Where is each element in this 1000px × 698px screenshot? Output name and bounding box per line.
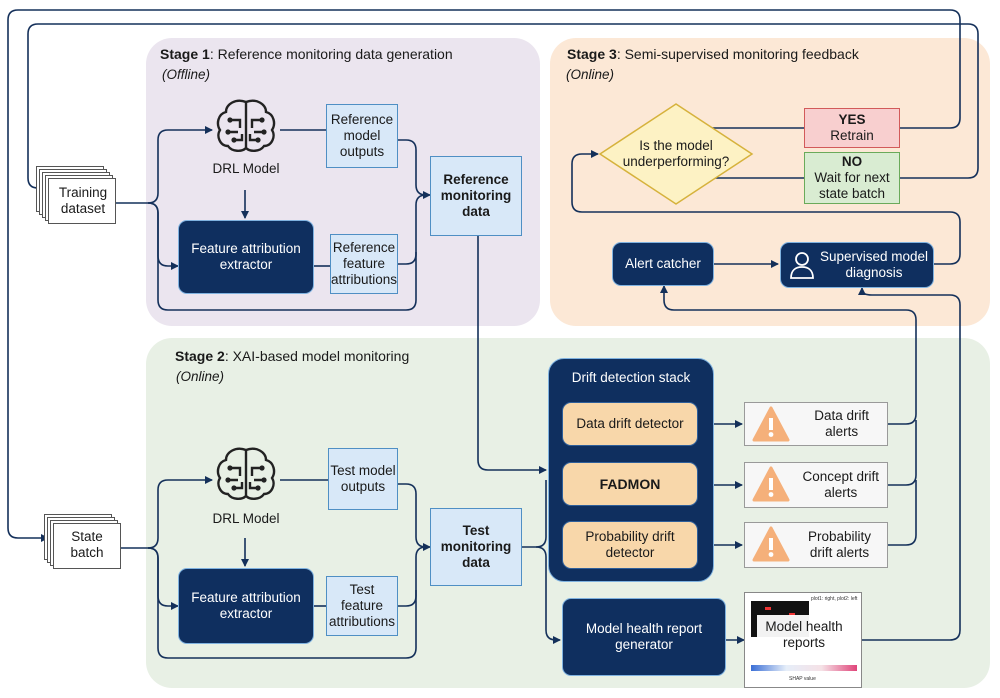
data-drift-detector: Data drift detector <box>562 402 698 446</box>
s1-feature-attribution-extractor: Feature attribution extractor <box>178 220 314 294</box>
s2-test-monitoring-data: Test monitoring data <box>430 508 522 586</box>
stage1-mode: (Offline) <box>162 67 211 82</box>
warning-icon <box>752 406 790 442</box>
thumb-axis-label: SHAP value <box>789 676 816 682</box>
thumb-plot-dot <box>789 613 795 616</box>
warning-icon <box>752 466 790 502</box>
decision-diamond <box>598 103 754 205</box>
s1-drl-model-label: DRL Model <box>212 161 280 176</box>
s2-feature-attribution-extractor: Feature attribution extractor <box>178 568 314 644</box>
stage2-mode: (Online) <box>176 369 225 384</box>
data-drift-alerts: Data drift alerts <box>744 402 888 446</box>
no-label: NO <box>841 154 863 169</box>
brain-circuit-icon <box>216 99 276 152</box>
alert-catcher: Alert catcher <box>612 242 714 286</box>
concept-drift-alerts-label: Concept drift alerts <box>802 469 879 500</box>
thumb-colorbar <box>751 665 857 671</box>
brain-circuit-icon <box>216 447 276 500</box>
no-wait-box: NO Wait for next state batch <box>804 152 900 204</box>
user-icon <box>790 252 814 279</box>
thumb-legend: plot1: right, plot2: left <box>811 596 858 602</box>
s2-drl-model-label: DRL Model <box>212 511 280 526</box>
fadmon-detector: FADMON <box>562 462 698 506</box>
s1-ref-model-outputs: Reference model outputs <box>326 104 398 168</box>
stage1-title: Stage 1: Reference monitoring data gener… <box>160 46 453 62</box>
data-drift-alerts-label: Data drift alerts <box>814 408 869 439</box>
drift-stack-title: Drift detection stack <box>571 370 691 385</box>
supervised-model-diagnosis: Supervised model diagnosis <box>780 242 934 288</box>
s2-test-model-outputs: Test model outputs <box>328 448 398 510</box>
s1-reference-monitoring-data: Reference monitoring data <box>430 156 522 236</box>
retrain-label: Retrain <box>830 128 874 143</box>
yes-retrain-box: YES Retrain <box>804 108 900 148</box>
stage3-mode: (Online) <box>566 67 615 82</box>
stage3-title: Stage 3: Semi-supervised monitoring feed… <box>567 46 859 62</box>
probability-drift-detector: Probability drift detector <box>562 521 698 569</box>
doc-layer <box>53 523 121 569</box>
model-health-report-thumbnail: plot1: right, plot2: left SHAP value Mod… <box>744 592 862 688</box>
supervised-model-diagnosis-label: Supervised model diagnosis <box>819 249 929 280</box>
model-health-report-generator: Model health report generator <box>562 598 726 676</box>
training-dataset-label: Training dataset <box>58 185 108 216</box>
yes-label: YES <box>838 112 866 127</box>
model-health-reports-label: Model health reports <box>757 615 851 655</box>
state-batch: State batch <box>44 514 124 580</box>
thumb-plot-dot <box>765 607 771 610</box>
state-batch-label: State batch <box>70 529 104 560</box>
wait-label: Wait for next state batch <box>814 170 890 201</box>
training-dataset: Training dataset <box>36 166 116 232</box>
warning-icon <box>752 526 790 562</box>
s2-test-feature-attributions: Test feature attributions <box>326 576 398 636</box>
probability-drift-alerts-label: Probability drift alerts <box>807 529 871 560</box>
stage2-title: Stage 2: XAI-based model monitoring <box>175 348 410 364</box>
s1-ref-feature-attributions: Reference feature attributions <box>330 234 398 294</box>
doc-layer <box>48 178 116 224</box>
decision-question: Is the model underperforming? <box>622 138 730 169</box>
